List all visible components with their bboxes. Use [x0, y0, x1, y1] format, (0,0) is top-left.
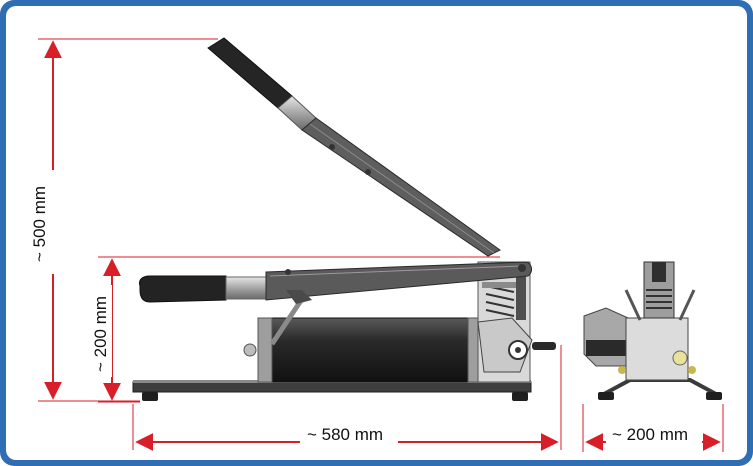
- length-label: ~ 580 mm: [307, 425, 383, 444]
- raised-handle: [207, 37, 501, 257]
- dimension-body-height: ~ 200 mm: [91, 256, 500, 403]
- hydraulic-hand-pump-front-view: [583, 261, 722, 400]
- width-label: ~ 200 mm: [612, 425, 688, 444]
- drawing-panel: ~ 500 mm ~ 200 mm ~ 580 mm: [6, 6, 747, 460]
- total-height-label: ~ 500 mm: [30, 186, 49, 262]
- technical-drawing: ~ 500 mm ~ 200 mm ~ 580 mm: [30, 37, 724, 452]
- dimension-length: ~ 580 mm: [132, 345, 562, 451]
- dimension-total-height: ~ 500 mm: [30, 38, 218, 402]
- hydraulic-hand-pump-side-view: [132, 261, 556, 401]
- dimension-width: ~ 200 mm: [582, 404, 724, 452]
- body-height-label: ~ 200 mm: [91, 296, 110, 372]
